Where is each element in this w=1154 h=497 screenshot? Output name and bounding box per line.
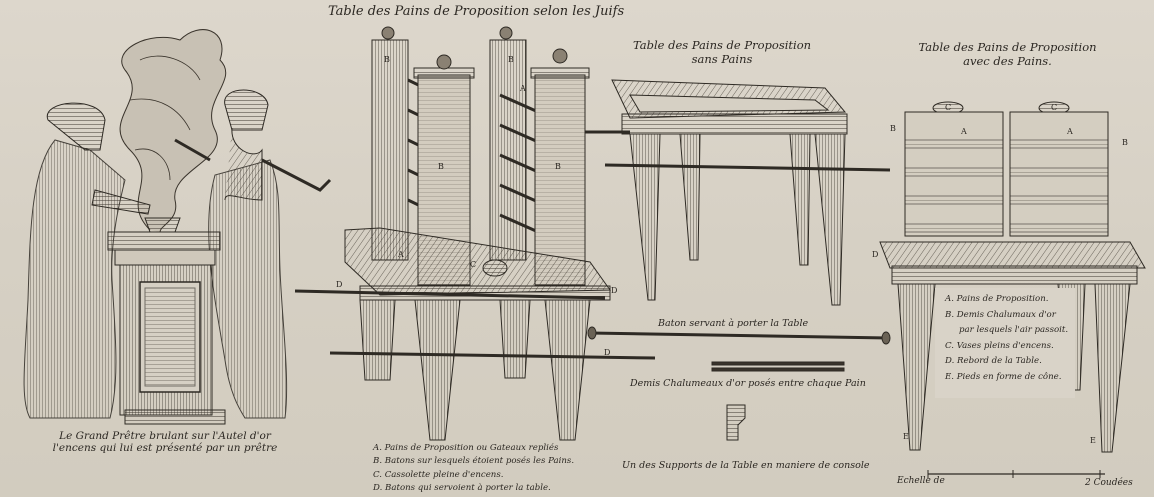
- label-support: Un des Supports de la Table en maniere d…: [622, 460, 870, 471]
- label-chalumeaux: Demis Chalumeaux d'or posés entre chaque…: [630, 378, 866, 389]
- priest-caption: Le Grand Prêtre brulant sur l'Autel d'or…: [50, 430, 280, 454]
- letter-b: B: [555, 162, 561, 171]
- letter-a: A: [398, 250, 404, 259]
- title-line-1: Table des Pains de Proposition: [632, 38, 812, 52]
- title-line-2: avec des Pains.: [963, 54, 1052, 68]
- letter-d: D: [336, 280, 343, 289]
- title-table-with-bread: Table des Pains de Proposition avec des …: [910, 40, 1105, 68]
- title-table-without-bread: Table des Pains de Proposition sans Pain…: [627, 38, 817, 66]
- letter-d: D: [604, 348, 611, 357]
- legend-item: B. Batons sur lesquels étoient posés les…: [373, 456, 575, 467]
- caption-line-1: Le Grand Prêtre brulant sur l'Autel d'or: [59, 430, 271, 442]
- table-with-racks: [294, 26, 656, 441]
- letter-c: C: [470, 260, 477, 269]
- letter-a: A: [961, 127, 967, 136]
- letter-c: C: [1051, 103, 1058, 112]
- title-line-1: Table des Pains de Proposition: [918, 40, 1097, 54]
- legend-item: D. Batons qui servoient à porter la tabl…: [373, 483, 551, 494]
- legend-item: E. Pieds en forme de cône.: [945, 371, 1062, 382]
- priest-scene: [23, 29, 332, 425]
- table-with-bread: [879, 101, 1146, 453]
- legend-item: B. Demis Chalumaux d'or: [945, 309, 1056, 320]
- legend-item: A. Pains de Proposition.: [945, 294, 1049, 304]
- letter-b: B: [438, 162, 444, 171]
- legend-item: A. Pains de Proposition ou Gateaux repli…: [373, 443, 559, 453]
- legend-right: A. Pains de Proposition. B. Demis Chalum…: [945, 292, 1068, 385]
- letter-e: E: [1090, 436, 1096, 445]
- letter-e: E: [903, 432, 909, 441]
- legend-item: D. Rebord de la Table.: [945, 356, 1042, 366]
- caption-line-2: l'encens qui lui est présenté par un prê…: [52, 442, 278, 454]
- main-title: Table des Pains de Proposition selon les…: [328, 4, 625, 19]
- legend-item: C. Vases pleins d'encens.: [945, 340, 1054, 351]
- letter-b: B: [508, 55, 514, 64]
- letter-b: B: [1122, 138, 1128, 147]
- legend-item: par lesquels l'air passoit.: [959, 325, 1069, 335]
- letter-a: A: [520, 84, 526, 93]
- letter-a: A: [1067, 127, 1073, 136]
- title-line-2: sans Pains: [691, 52, 753, 66]
- scale-label-right: 2 Coudées: [1085, 478, 1133, 488]
- letter-d: D: [872, 250, 879, 259]
- scale-label-left: Echelle de: [897, 476, 945, 486]
- letter-b: B: [890, 124, 896, 133]
- label-baton: Baton servant à porter la Table: [658, 318, 809, 329]
- legend-item: C. Cassolette pleine d'encens.: [373, 469, 504, 480]
- letter-d: D: [611, 286, 618, 295]
- letter-c: C: [945, 103, 952, 112]
- legend-left: A. Pains de Proposition ou Gateaux repli…: [373, 442, 574, 496]
- table-without-bread: [585, 79, 1105, 478]
- letter-b: B: [384, 55, 390, 64]
